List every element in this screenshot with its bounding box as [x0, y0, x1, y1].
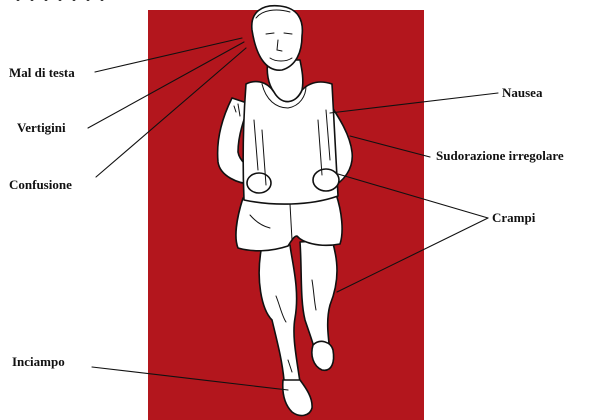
left-shoe [283, 380, 312, 415]
left-fist [247, 173, 271, 193]
leader-nausea [330, 93, 498, 113]
left-leg [259, 245, 300, 382]
label-sweating: Sudorazione irregolare [436, 149, 564, 162]
right-shoe [312, 341, 334, 370]
leader-sweating [350, 136, 430, 157]
label-nausea: Nausea [502, 86, 542, 99]
label-headache: Mal di testa [9, 66, 75, 79]
leader-stumbling [92, 367, 288, 390]
label-cramps: Crampi [492, 211, 535, 224]
label-confusion: Confusione [9, 178, 72, 191]
leader-cramps-upper [338, 174, 488, 218]
leader-dizziness [88, 42, 244, 128]
label-dizziness: Vertigini [17, 121, 66, 134]
leader-cramps-lower [337, 218, 488, 292]
label-stumbling: Inciampo [12, 355, 65, 368]
right-leg [300, 240, 337, 355]
right-fist [313, 169, 339, 191]
